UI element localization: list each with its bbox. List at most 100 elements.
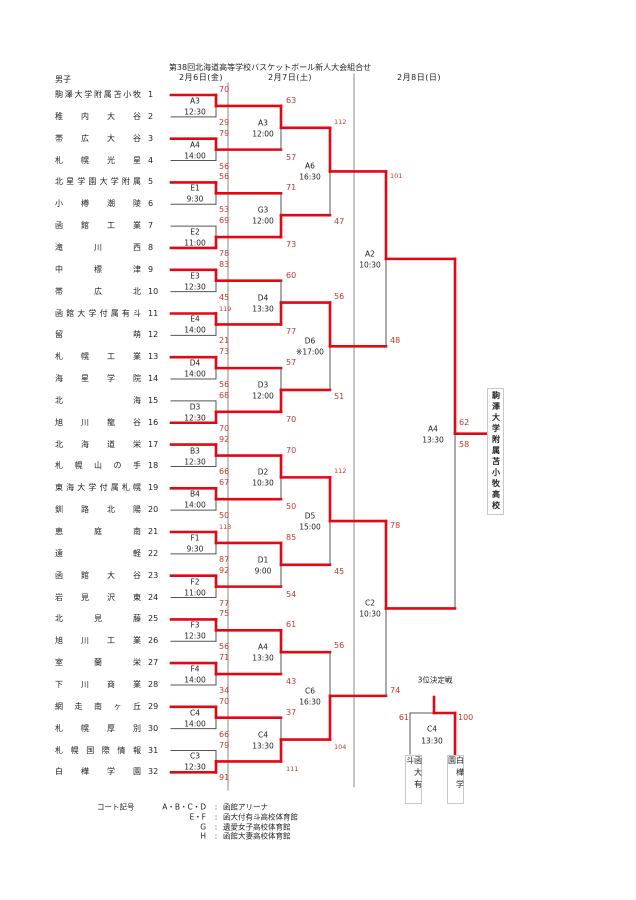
match-court-code: F1 bbox=[190, 533, 200, 543]
team-name: 海星学院 bbox=[55, 374, 141, 384]
team-seed-number: 25 bbox=[148, 614, 159, 624]
match-start-time: 12:30 bbox=[184, 413, 206, 423]
match-score-top: 57 bbox=[286, 358, 297, 368]
match-score-top: 71 bbox=[219, 653, 230, 663]
match-score-top: 119 bbox=[219, 304, 232, 313]
team-name: 稚内大谷 bbox=[55, 111, 141, 121]
legend-venue: 函館大妻高校体育館 bbox=[223, 831, 291, 841]
third-place-team-left: 函大有斗 bbox=[405, 755, 423, 804]
match-court-code: D3 bbox=[189, 402, 201, 412]
legend-separator: : bbox=[214, 812, 218, 822]
match-score-bottom: 87 bbox=[219, 554, 230, 564]
date-day-2: 2月7日(土) bbox=[268, 73, 312, 82]
team-name: 岩見沢東 bbox=[55, 592, 141, 602]
match-score-bottom: 57 bbox=[286, 152, 297, 162]
third-place-court: C4 bbox=[426, 724, 438, 734]
match-score-bottom: 51 bbox=[334, 391, 345, 401]
match-court-code: F2 bbox=[190, 576, 200, 586]
team-name: 札幌工業 bbox=[55, 352, 141, 362]
match-start-time: 9:30 bbox=[186, 544, 204, 554]
team-name: 滝川西 bbox=[55, 242, 141, 252]
third-place-title: 3位決定戦 bbox=[417, 675, 453, 685]
team-seed-number: 19 bbox=[148, 483, 159, 493]
match-court-code: B3 bbox=[190, 445, 200, 455]
match-score-top: 85 bbox=[286, 532, 297, 542]
legend-venue: 遺愛女子高校体育館 bbox=[223, 822, 291, 832]
match-start-time: 14:00 bbox=[184, 675, 206, 685]
match-score-top: 70 bbox=[219, 85, 230, 94]
team-seed-number: 12 bbox=[148, 330, 159, 340]
match-court-code: G3 bbox=[257, 205, 269, 215]
match-score-bottom: 58 bbox=[459, 439, 470, 449]
match-score-top: 83 bbox=[219, 259, 230, 269]
match-score-top: 68 bbox=[219, 390, 230, 400]
match-start-time: 14:00 bbox=[184, 718, 206, 728]
team-name: 北海道栄 bbox=[55, 439, 141, 449]
team-name: 駒澤大学附属苫小牧 bbox=[55, 90, 141, 99]
match-score-bottom: 70 bbox=[219, 423, 230, 433]
match-start-time: 10:30 bbox=[359, 260, 381, 270]
team-name: 帯広大谷 bbox=[55, 133, 141, 143]
match-score-bottom: 47 bbox=[334, 217, 345, 227]
team-name: 釧路北陽 bbox=[55, 505, 141, 515]
team-name: 札幌山の手 bbox=[55, 461, 141, 471]
match-score-bottom: 56 bbox=[219, 161, 230, 171]
team-seed-number: 7 bbox=[148, 221, 154, 231]
legend-separator: : bbox=[214, 802, 218, 812]
team-seed-number: 5 bbox=[148, 177, 154, 187]
match-score-top: 37 bbox=[286, 707, 297, 717]
match-score-bottom: 66 bbox=[219, 729, 230, 739]
match-score-top: 56 bbox=[219, 172, 230, 182]
match-court-code: A4 bbox=[258, 642, 268, 652]
match-score-top: 62 bbox=[459, 417, 470, 427]
team-seed-number: 10 bbox=[148, 286, 159, 296]
legend-court-codes: G bbox=[200, 822, 206, 832]
match-score-bottom: 29 bbox=[219, 117, 230, 127]
match-start-time: 9:00 bbox=[254, 566, 272, 576]
date-day-1: 2月6日(金) bbox=[179, 73, 223, 82]
match-score-top: 70 bbox=[219, 696, 230, 706]
team-seed-number: 31 bbox=[148, 745, 159, 755]
match-start-time: 12:30 bbox=[184, 107, 206, 117]
match-start-time: 14:00 bbox=[184, 500, 206, 510]
team-seed-number: 16 bbox=[148, 417, 159, 427]
match-score-top: 92 bbox=[219, 565, 230, 575]
match-start-time: 16:30 bbox=[299, 172, 321, 182]
team-name: 札幌厚別 bbox=[55, 723, 141, 733]
match-score-bottom: 54 bbox=[286, 589, 297, 599]
team-seed-number: 20 bbox=[148, 505, 159, 515]
match-score-top: 60 bbox=[286, 270, 297, 280]
match-start-time: 12:30 bbox=[184, 631, 206, 641]
team-seed-number: 8 bbox=[148, 242, 154, 252]
match-score-bottom: 21 bbox=[219, 336, 230, 346]
match-start-time: 12:30 bbox=[184, 456, 206, 466]
match-score-bottom: 78 bbox=[219, 248, 230, 258]
match-score-top: 75 bbox=[219, 609, 230, 619]
match-court-code: A4 bbox=[190, 139, 200, 149]
match-score-top: 69 bbox=[219, 216, 230, 226]
match-start-time: 12:00 bbox=[252, 216, 274, 226]
match-score-bottom: 53 bbox=[219, 205, 230, 215]
match-score-bottom: 56 bbox=[219, 380, 230, 390]
division-label: 男子 bbox=[55, 75, 71, 84]
match-score-bottom: 34 bbox=[219, 685, 230, 695]
match-start-time: 12:30 bbox=[184, 762, 206, 772]
match-start-time: 12:00 bbox=[252, 129, 274, 139]
team-seed-number: 26 bbox=[148, 636, 159, 646]
team-name: 北見藤 bbox=[55, 614, 141, 624]
match-score-top: 101 bbox=[390, 172, 403, 181]
team-name: 東海大学付属札幌 bbox=[55, 483, 141, 493]
match-score-top: 61 bbox=[286, 620, 297, 630]
match-score-top: 78 bbox=[390, 521, 401, 531]
match-score-top: 67 bbox=[219, 478, 230, 488]
team-name: 旭川工業 bbox=[55, 636, 141, 646]
match-score-bottom: 48 bbox=[390, 336, 401, 346]
match-court-code: D4 bbox=[257, 292, 269, 302]
match-score-bottom: 66 bbox=[219, 467, 230, 477]
match-court-code: D2 bbox=[257, 467, 269, 477]
match-start-time: 14:00 bbox=[184, 369, 206, 379]
match-score-bottom: 111 bbox=[286, 765, 299, 774]
match-score-top: 56 bbox=[334, 641, 345, 651]
third-place-team-right: 白樺学園 bbox=[447, 755, 465, 804]
match-score-top: 79 bbox=[219, 740, 230, 750]
